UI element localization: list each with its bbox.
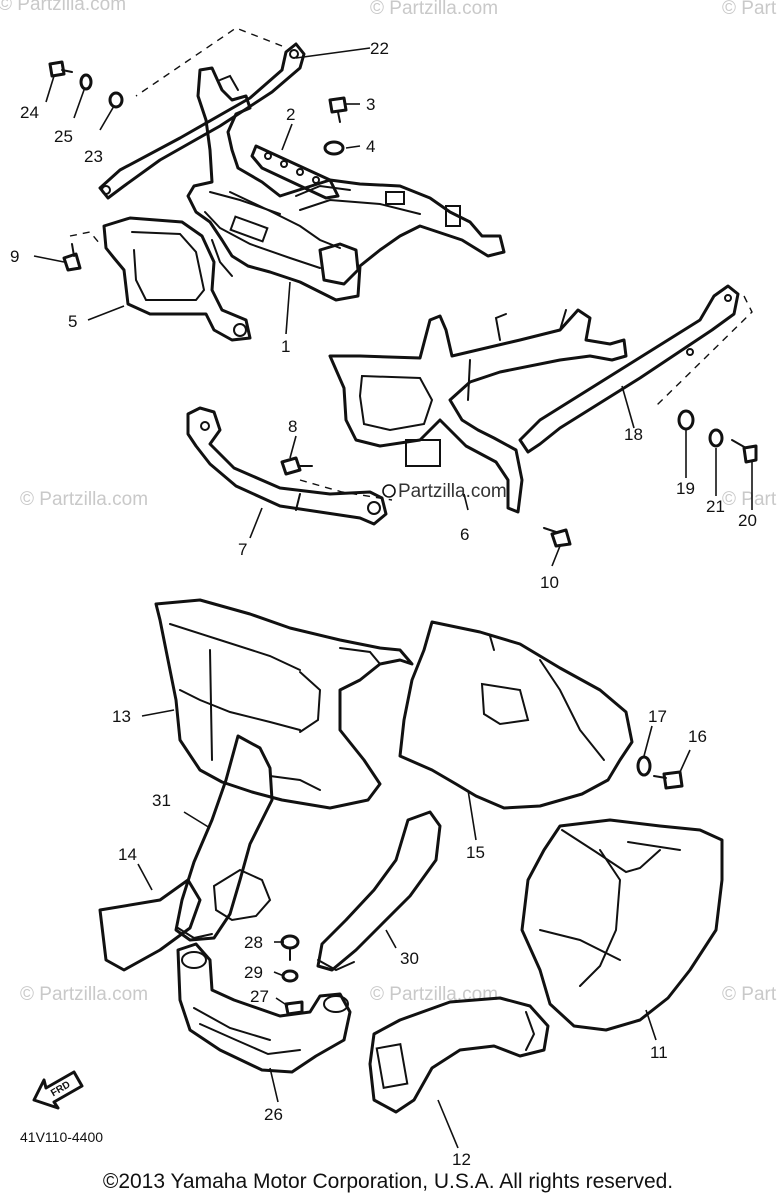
callout-17: 17 [648, 707, 667, 726]
part-7-arch-stay [186, 406, 393, 526]
callout-21: 21 [706, 497, 725, 516]
part-5-side-frame [69, 216, 252, 342]
callout-1: 1 [281, 337, 290, 356]
copyright-notice: ©2013 Yamaha Motor Corporation, U.S.A. A… [103, 1170, 673, 1193]
callout-9: 9 [10, 247, 19, 266]
callout-30: 30 [400, 949, 419, 968]
callout-22: 22 [370, 39, 389, 58]
leader-lines [33, 47, 753, 1149]
watermark-layer: © Partzilla.com © Partzilla.com © Partzi… [0, 0, 777, 1005]
callout-7: 7 [238, 540, 247, 559]
watermark-top-left: © Partzilla.com [0, 0, 126, 15]
callout-26: 26 [264, 1105, 283, 1124]
part-13-left-cover [154, 598, 414, 810]
front-direction-arrow-icon: FRD [32, 1070, 84, 1110]
watermark-center-symbol [382, 484, 396, 498]
part-22-upper-stay [98, 27, 306, 200]
callout-28: 28 [244, 933, 263, 952]
callout-18: 18 [624, 425, 643, 444]
watermark-top-center: © Partzilla.com [370, 0, 498, 19]
part-11-right-duct [520, 818, 724, 1032]
diagram-code: 41V110-4400 [20, 1129, 103, 1145]
callout-27: 27 [250, 987, 269, 1006]
callout-29: 29 [244, 963, 263, 982]
callouts: 1 2 3 4 5 6 7 8 9 10 11 12 13 14 15 16 1… [10, 39, 757, 1169]
watermark-center: Partzilla.com [398, 481, 507, 502]
part-1-front-frame [186, 66, 506, 302]
callout-15: 15 [466, 843, 485, 862]
callout-12: 12 [452, 1150, 471, 1169]
part-2-holder [250, 144, 340, 200]
part-14-duct-mouth [98, 868, 272, 972]
watermark-low-left: © Partzilla.com [20, 984, 148, 1005]
callout-4: 4 [366, 137, 375, 156]
callout-5: 5 [68, 312, 77, 331]
callout-16: 16 [688, 727, 707, 746]
callout-25: 25 [54, 127, 73, 146]
part-6-lower-frame [328, 308, 628, 514]
callout-31: 31 [152, 791, 171, 810]
part-15-right-cover [398, 620, 634, 810]
part-31-left-duct [174, 734, 274, 942]
callout-2: 2 [286, 105, 295, 124]
callout-24: 24 [20, 103, 39, 122]
watermark-top-right: © Partzilla.com [722, 0, 777, 19]
part-26-lower-duct [176, 942, 352, 1074]
callout-6: 6 [460, 525, 469, 544]
watermark-mid-left: © Partzilla.com [20, 489, 148, 510]
watermark-low-center: © Partzilla.com [370, 984, 498, 1005]
callout-23: 23 [84, 147, 103, 166]
watermark-mid-right: © Partzilla.com [722, 489, 777, 510]
callout-14: 14 [118, 845, 137, 864]
watermark-low-right: © Partzilla.com [722, 984, 777, 1005]
callout-8: 8 [288, 417, 297, 436]
callout-13: 13 [112, 707, 131, 726]
part-30-center-duct [316, 810, 442, 972]
part-12-lower-right-duct [368, 996, 550, 1114]
callout-3: 3 [366, 95, 375, 114]
callout-11: 11 [650, 1043, 668, 1062]
callout-19: 19 [676, 479, 695, 498]
part-18-right-stay [518, 284, 753, 454]
callout-20: 20 [738, 511, 757, 530]
callout-10: 10 [540, 573, 559, 592]
